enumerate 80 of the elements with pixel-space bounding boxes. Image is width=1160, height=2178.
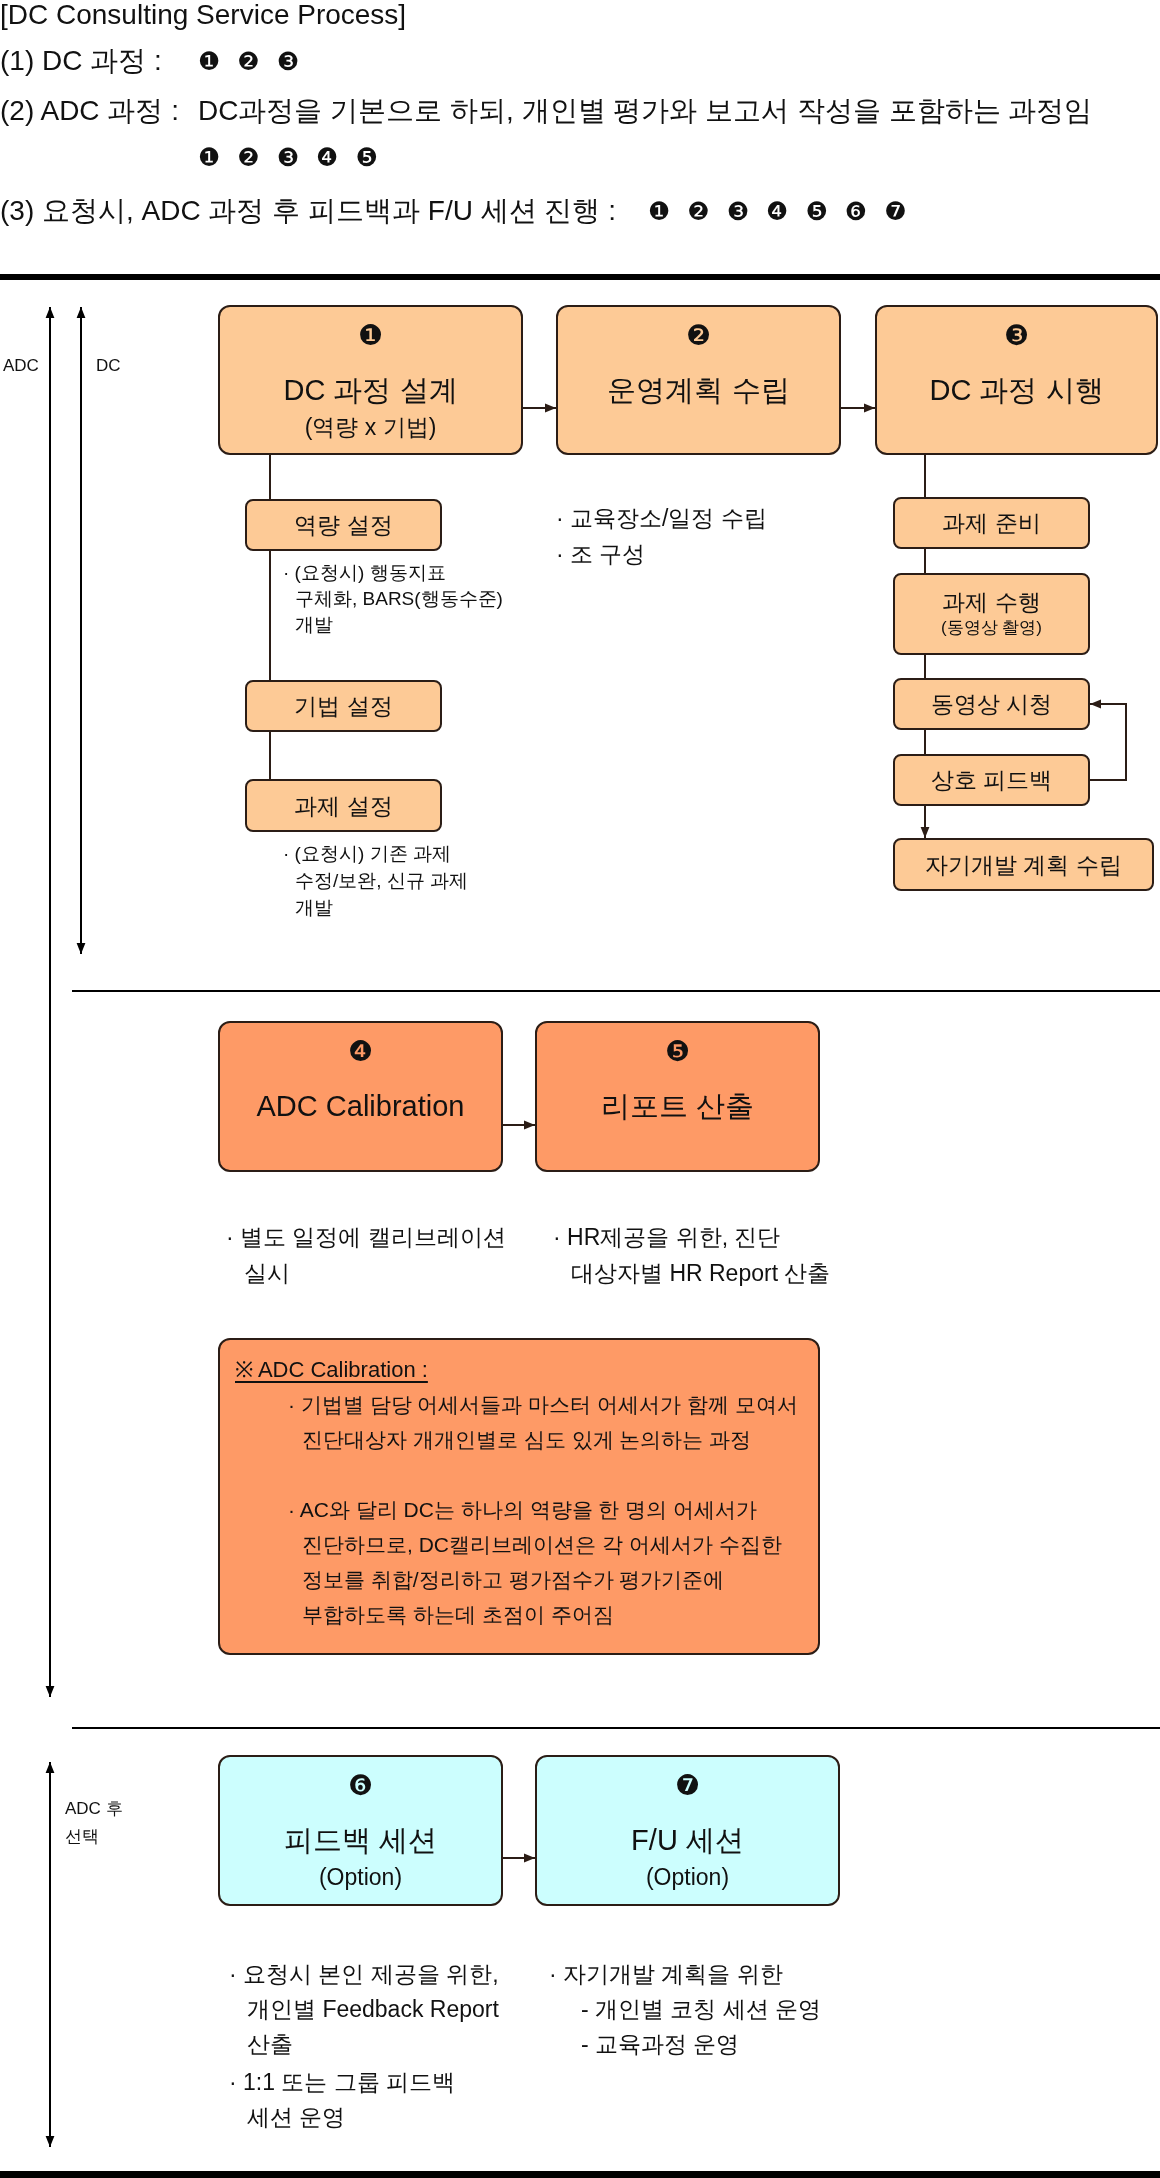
- task-box: [245, 499, 442, 551]
- header-text: (3) 요청시, ADC 과정 후 피드백과 F/U 세션 진행 :: [0, 194, 616, 228]
- step-subtitle: (Option): [645, 1863, 730, 1892]
- step-subtitle: (Option): [318, 1863, 403, 1892]
- connector-line: [924, 654, 926, 679]
- arrow: [502, 1853, 536, 1863]
- step-box: [218, 1021, 503, 1172]
- task-label: 기법 설정: [294, 692, 393, 720]
- connector-line: [924, 454, 926, 498]
- step-box: [535, 1755, 840, 1906]
- arrow: [522, 403, 557, 413]
- arrow: [840, 403, 876, 413]
- arrow: [1089, 699, 1127, 781]
- bullet-note: · 조 구성: [556, 540, 646, 569]
- task-box: [893, 838, 1154, 891]
- note-heading: ※ ADC Calibration :: [235, 1356, 428, 1384]
- task-box: [893, 573, 1090, 655]
- bullet-note: · (요청시) 기존 과제 수정/보완, 신규 과제 개발: [283, 841, 469, 920]
- task-label: 자기개발 계획 수립: [925, 850, 1122, 879]
- step-number: ❼: [674, 1771, 701, 1801]
- note-paragraph: · AC와 달리 DC는 하나의 역량을 한 명의 어세서가 진단하므로, DC캘리브레이션은 각 어세서가 수집한 정보를 취합/정리하고 평가점수가 평가기준에 부합하도록 하는데 초점이 주어짐: [288, 1497, 782, 1628]
- header-text: DC과정을 기본으로 하되, 개인별 평가와 보고서 작성을 포함하는 과정임: [198, 94, 1093, 128]
- step-number: ❻: [347, 1771, 374, 1801]
- connector-line: [269, 454, 271, 500]
- step-number: ❺: [664, 1037, 691, 1067]
- task-sublabel: (동영상 촬영): [940, 617, 1042, 639]
- range-label: ADC 후 선택: [65, 1798, 123, 1848]
- connector-line: [269, 731, 271, 780]
- step-box: [218, 305, 523, 455]
- task-box: [245, 680, 442, 732]
- task-box: [893, 678, 1090, 730]
- task-label: 동영상 시청: [930, 690, 1053, 718]
- step-numbers: ❶ ❷ ❸: [198, 45, 300, 78]
- step-number: ❹: [347, 1037, 374, 1067]
- task-box: [893, 497, 1090, 549]
- header-text: (2) ADC 과정 :: [0, 94, 179, 128]
- task-label: 과제 설정: [294, 791, 393, 820]
- step-title: 리포트 산출: [600, 1089, 755, 1124]
- header-text: (1) DC 과정 :: [0, 44, 162, 78]
- note-paragraph: · 기법별 담당 어세서들과 마스터 어세서가 함께 모여서 진단대상자 개개인별로 심도 있게 논의하는 과정: [288, 1392, 798, 1453]
- task-label: 과제 수행: [942, 588, 1041, 616]
- step-box: [875, 305, 1158, 455]
- step-title: F/U 세션: [631, 1823, 744, 1858]
- bullet-note: · 별도 일정에 캘리브레이션 실시: [226, 1223, 506, 1288]
- step-number: ❸: [1003, 321, 1030, 351]
- range-label: DC: [96, 355, 121, 377]
- range-label: ADC: [3, 355, 39, 377]
- connector-line: [269, 550, 271, 681]
- step-numbers: ❶ ❷ ❸ ❹ ❺: [198, 141, 378, 174]
- step-title: 운영계획 수립: [607, 373, 790, 408]
- step-title: 피드백 세션: [283, 1823, 438, 1858]
- step-box: [218, 1755, 503, 1906]
- task-box: [245, 779, 442, 832]
- note-box: [218, 1338, 820, 1655]
- arrow: [502, 1120, 536, 1130]
- task-label: 과제 준비: [942, 509, 1041, 537]
- step-number: ❶: [357, 321, 384, 351]
- step-title: DC 과정 설계: [283, 373, 458, 408]
- step-numbers: ❶ ❷ ❸ ❹ ❺ ❻ ❼: [648, 195, 907, 228]
- arrow: [920, 805, 930, 839]
- step-box: [556, 305, 841, 455]
- step-title: ADC Calibration: [256, 1089, 465, 1124]
- step-number: ❷: [685, 321, 712, 351]
- bullet-note: · 자기개발 계획을 위한: [549, 1959, 783, 1989]
- task-label: 상호 피드백: [930, 766, 1053, 794]
- task-label: 역량 설정: [294, 511, 393, 539]
- bullet-note: - 교육과정 운영: [581, 2029, 740, 2059]
- bullet-note: · HR제공을 위한, 진단 대상자별 HR Report 산출: [553, 1223, 831, 1288]
- bullet-note: · 요청시 본인 제공을 위한, 개인별 Feedback Report 산출: [229, 1959, 499, 2059]
- connector-line: [924, 729, 926, 755]
- step-title: DC 과정 시행: [929, 373, 1104, 408]
- step-subtitle: (역량 x 기법): [304, 413, 437, 442]
- bullet-note: · 1:1 또는 그룹 피드백 세션 운영: [229, 2067, 456, 2132]
- bullet-note: · 교육장소/일정 수립: [556, 504, 767, 533]
- bullet-note: · (요청시) 행동지표 구체화, BARS(행동수준) 개발: [283, 561, 503, 637]
- step-box: [535, 1021, 820, 1172]
- bullet-note: - 개인별 코칭 세션 운영: [581, 1994, 822, 2024]
- connector-line: [924, 548, 926, 574]
- task-box: [893, 754, 1090, 806]
- diagram-title: [DC Consulting Service Process]: [0, 0, 407, 30]
